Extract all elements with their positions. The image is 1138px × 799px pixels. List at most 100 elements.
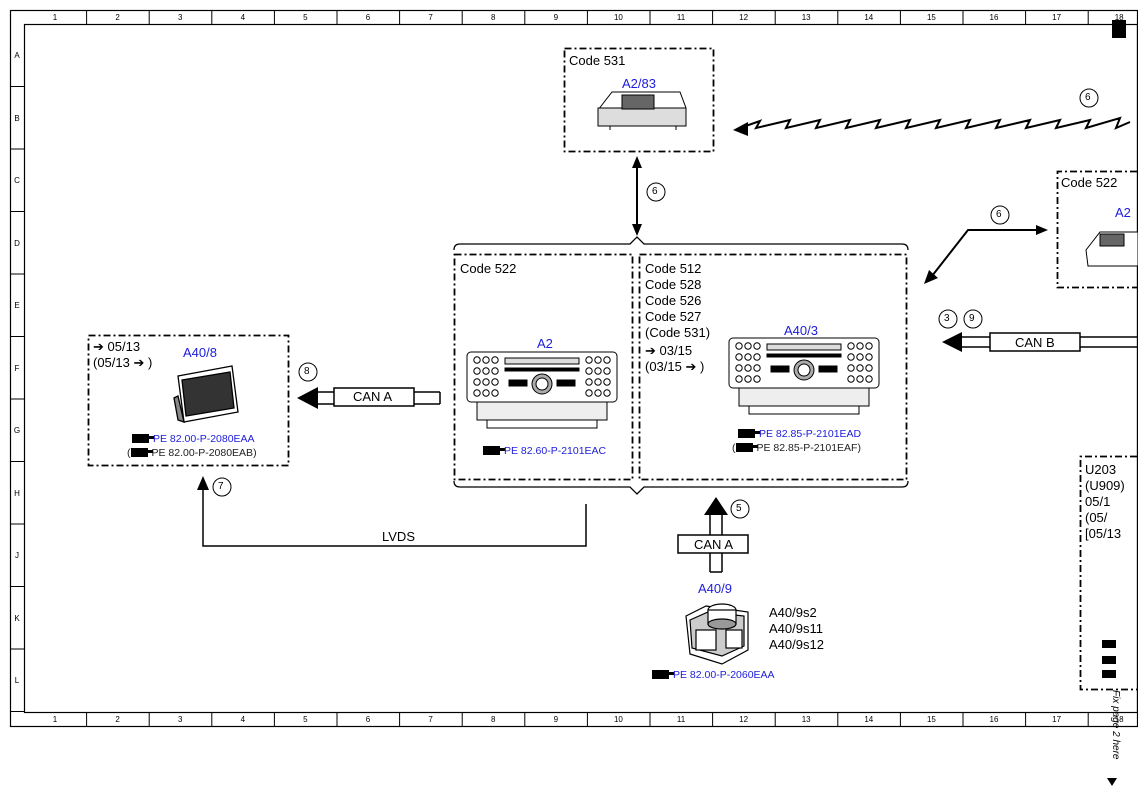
code-item-0: Code 512 [645, 261, 702, 276]
switch-item-2: A40/9s12 [769, 637, 824, 652]
component-a2[interactable]: A2 [537, 336, 553, 351]
lvds-label: LVDS [382, 529, 415, 544]
top-column-label-14: 14 [864, 13, 874, 22]
row-label-E: E [14, 301, 20, 310]
row-label-D: D [14, 238, 20, 248]
top-column-label-6: 6 [365, 13, 371, 22]
component-a40-8[interactable]: A40/8 [183, 345, 217, 360]
row-label-B: B [14, 113, 20, 123]
top-column-label-5: 5 [303, 13, 308, 22]
u203-code-list: U203(U909)05/1(05/[05/13 [1085, 462, 1125, 542]
bottom-column-label-8: 8 [490, 715, 496, 724]
component-a40-9[interactable]: A40/9 [698, 581, 732, 596]
u203-line-2: 05/1 [1085, 494, 1111, 509]
bottom-column-label-2: 2 [115, 715, 120, 724]
row-label-F: F [14, 363, 20, 373]
circle-6-vertical: 6 [652, 186, 658, 197]
hand-pointer-icon [483, 445, 505, 455]
bottom-column-label-18: 18 [1114, 715, 1124, 724]
bottom-column-label-3: 3 [177, 715, 183, 724]
bottom-column-label-5: 5 [303, 715, 308, 724]
circle-9: 9 [969, 313, 975, 324]
top-column-label-18: 18 [1114, 13, 1124, 22]
display-date-from: ➔ 05/13 [93, 339, 141, 354]
circle-7: 7 [218, 481, 224, 492]
ref-pe-82-00-2080eab[interactable]: (PE 82.00-P-2080EAB) [127, 447, 257, 459]
circle-5: 5 [736, 503, 742, 514]
u203-line-0: U203 [1085, 462, 1117, 477]
top-column-label-10: 10 [613, 13, 623, 22]
row-label-L: L [14, 676, 20, 685]
bottom-column-label-10: 10 [613, 715, 623, 724]
bottom-column-label-4: 4 [240, 715, 246, 724]
top-column-label-2: 2 [115, 13, 120, 22]
top-column-label-16: 16 [989, 13, 999, 22]
side-note: Fix page 2 here [1110, 690, 1121, 760]
top-column-label-17: 17 [1052, 13, 1062, 22]
ref-pe-82-00-2080eaa[interactable]: PE 82.00-P-2080EAA [132, 432, 255, 446]
circle-8: 8 [304, 366, 310, 377]
top-column-label-9: 9 [553, 13, 559, 22]
ref-pe-82-85-ead[interactable]: PE 82.85-P-2101EAD [738, 427, 861, 441]
code-item-4: (Code 531) [645, 325, 711, 340]
circle-6-top-right: 6 [1085, 92, 1091, 103]
u203-line-4: [05/13 [1085, 526, 1122, 541]
ref-pe-82-85-eaf[interactable]: (PE 82.85-P-2101EAF) [732, 442, 861, 454]
bottom-column-label-12: 12 [739, 715, 749, 724]
a40-3-head-unit-image [728, 337, 880, 415]
bottom-column-label-9: 9 [553, 715, 559, 724]
a40-8-display-image [173, 365, 239, 423]
row-label-K: K [14, 613, 20, 623]
can-a-left-label: CAN A [353, 389, 393, 404]
row-label-C: C [14, 176, 20, 185]
component-a2-83[interactable]: A2/83 [622, 76, 656, 91]
bottom-column-label-15: 15 [926, 715, 936, 724]
code-531-title: Code 531 [569, 53, 626, 68]
bottom-column-label-17: 17 [1052, 715, 1062, 724]
u203-line-3: (05/ [1085, 510, 1108, 525]
top-column-label-15: 15 [926, 13, 936, 22]
hand-pointer-icon [738, 428, 760, 438]
top-column-label-11: 11 [676, 13, 686, 22]
bottom-column-label-11: 11 [676, 715, 686, 724]
u203-line-1: (U909) [1085, 478, 1125, 493]
component-a2-right[interactable]: A2 [1115, 205, 1131, 220]
circle-6-diagonal: 6 [996, 209, 1002, 220]
date-from-03-15: ➔ 03/15 [645, 343, 693, 358]
top-column-label-4: 4 [240, 13, 246, 22]
top-column-label-3: 3 [177, 13, 183, 22]
code-item-2: Code 526 [645, 293, 702, 308]
a2-head-unit-image [466, 351, 618, 429]
can-b-label: CAN B [1015, 335, 1055, 350]
top-column-label-12: 12 [739, 13, 749, 22]
bottom-column-label-13: 13 [801, 715, 811, 724]
top-column-label-7: 7 [428, 13, 433, 22]
row-label-J: J [15, 551, 19, 560]
switch-item-0: A40/9s2 [769, 605, 817, 620]
top-column-label-1: 1 [52, 13, 58, 22]
code-item-3: Code 527 [645, 309, 702, 324]
hand-pointer-icon [652, 669, 674, 679]
a40-9-controller-image [685, 603, 749, 665]
a2-83-module-image [597, 91, 687, 130]
hand-pointer-icon [735, 442, 758, 452]
ref-pe-82-60[interactable]: PE 82.60-P-2101EAC [483, 444, 606, 458]
circle-3: 3 [944, 313, 950, 324]
bottom-column-label-14: 14 [864, 715, 874, 724]
component-a40-3[interactable]: A40/3 [784, 323, 818, 338]
bottom-column-label-6: 6 [365, 715, 371, 724]
bottom-column-label-16: 16 [989, 715, 999, 724]
top-column-label-8: 8 [490, 13, 496, 22]
head-unit-code-522: Code 522 [460, 261, 517, 276]
right-code-522-title: Code 522 [1061, 175, 1118, 190]
code-item-1: Code 528 [645, 277, 702, 292]
hand-pointer-icon [130, 447, 153, 457]
bottom-column-label-1: 1 [52, 715, 58, 724]
row-label-A: A [14, 51, 20, 60]
bottom-column-label-7: 7 [428, 715, 433, 724]
ref-pe-82-00-2060eaa[interactable]: PE 82.00-P-2060EAA [652, 668, 775, 682]
